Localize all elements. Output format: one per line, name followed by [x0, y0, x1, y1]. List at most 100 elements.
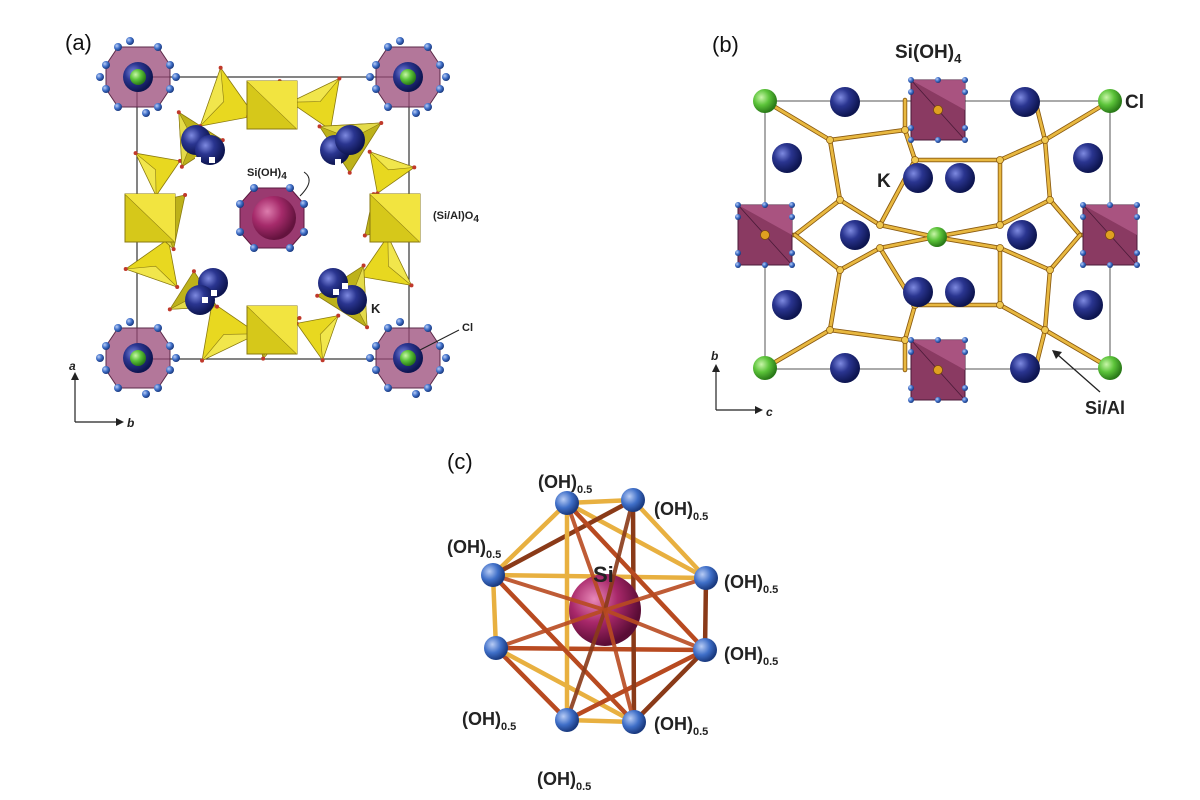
- oh-label-sub: 0.5: [763, 656, 778, 668]
- oh-node: [1134, 202, 1140, 208]
- oh-node: [1080, 214, 1086, 220]
- oh-node: [622, 710, 646, 734]
- oh-node: [962, 397, 968, 403]
- oh-node: [442, 354, 450, 362]
- oh-node: [1080, 262, 1086, 268]
- oh-node: [621, 488, 645, 512]
- tetrahedron-face: [387, 236, 412, 286]
- oh-node: [424, 103, 432, 111]
- label-si-oh4-b: Si(OH)4: [895, 42, 962, 66]
- panel-b: (b) Si(OH)4 Cl K Si/Al b c: [711, 32, 1144, 419]
- oxygen-dot: [336, 313, 341, 318]
- si-oh-bond: [603, 576, 708, 612]
- arrow-si-al-b: [1057, 354, 1101, 393]
- oh-label: (OH)0.5: [724, 572, 778, 596]
- silicon-atom: [1105, 230, 1115, 240]
- arrow-si-oh4-a: [299, 171, 310, 197]
- si-oh-bond: [491, 573, 607, 612]
- oh-node: [154, 384, 162, 392]
- oh-node: [555, 708, 579, 732]
- silicon-atom: [933, 105, 943, 115]
- oxygen-dot: [175, 285, 180, 290]
- cube-edge: [493, 645, 570, 723]
- oh-node: [154, 324, 162, 332]
- si-al-node: [1041, 136, 1049, 144]
- framework-gap: [342, 283, 348, 289]
- oxygen-dot: [409, 283, 414, 288]
- axis-label-a-horizontal: b: [127, 416, 134, 430]
- label-k-b: K: [877, 171, 891, 192]
- oh-node: [1134, 250, 1140, 256]
- oh-node: [908, 125, 914, 131]
- oh-node: [1080, 202, 1086, 208]
- oh-node: [154, 43, 162, 51]
- framework-square-face: [247, 306, 297, 354]
- cube-edge: [630, 497, 709, 581]
- oh-node: [236, 228, 244, 236]
- si-oh-bond: [603, 608, 707, 652]
- framework-gap: [211, 290, 217, 296]
- oh-node: [908, 397, 914, 403]
- oh-label-sub: 0.5: [763, 584, 778, 596]
- framework-ring-a: [123, 65, 421, 363]
- chlorine-atom: [1098, 356, 1122, 380]
- axes-a: a b: [69, 359, 134, 430]
- si-al-bond: [828, 328, 907, 342]
- oxygen-dot: [123, 266, 128, 271]
- si-al-node: [911, 156, 919, 164]
- si-al-node: [901, 126, 909, 134]
- oh-node: [126, 37, 134, 45]
- panel-a-label: (a): [65, 30, 92, 55]
- polyhedron-face: [1083, 205, 1137, 235]
- oh-node: [102, 85, 110, 93]
- polyhedron-face: [738, 205, 792, 235]
- si-al-bond: [878, 223, 937, 239]
- oxygen-dot: [133, 151, 138, 156]
- oh-node: [384, 103, 392, 111]
- chlorine-atom: [400, 69, 416, 85]
- si-al-bond: [903, 128, 917, 162]
- oh-node: [962, 89, 968, 95]
- si-al-bond: [998, 303, 1047, 332]
- si-al-bond: [838, 198, 882, 227]
- oh-node: [102, 61, 110, 69]
- oh-node: [735, 262, 741, 268]
- chlorine-atom: [130, 350, 146, 366]
- si-al-bond: [828, 138, 842, 202]
- cube-edge: [564, 500, 708, 653]
- potassium-atom: [335, 125, 365, 155]
- oxygen-dot: [179, 164, 184, 169]
- oh-node: [908, 385, 914, 391]
- oh-node: [481, 563, 505, 587]
- label-k-a: K: [371, 301, 381, 316]
- oh-node: [114, 324, 122, 332]
- oxygen-dot: [200, 358, 205, 363]
- oh-label: (OH)0.5: [537, 769, 591, 793]
- oh-node: [142, 109, 150, 117]
- framework-square-face: [247, 81, 297, 129]
- oh-node: [735, 202, 741, 208]
- oh-node: [962, 385, 968, 391]
- si-al-bond: [878, 235, 937, 250]
- potassium-atom: [195, 135, 225, 165]
- oh-node: [962, 125, 968, 131]
- oh-node: [436, 366, 444, 374]
- oxygen-dot: [218, 65, 223, 70]
- potassium-atom: [945, 277, 975, 307]
- potassium-atom: [1073, 290, 1103, 320]
- potassium-atom: [1010, 87, 1040, 117]
- oh-nodes-c: [481, 488, 718, 734]
- oxygen-dot: [171, 247, 176, 252]
- oh-node: [250, 244, 258, 252]
- si-al-bond: [793, 233, 842, 272]
- si-oh-bond: [565, 608, 607, 722]
- oh-label-main: (OH): [724, 644, 763, 664]
- corner-cluster: [366, 37, 450, 117]
- oxygen-dot: [361, 263, 366, 268]
- si-al-bond: [1048, 198, 1082, 237]
- axis-label-b-vertical: b: [711, 349, 718, 363]
- potassium-atom: [185, 285, 215, 315]
- label-cl-b: Cl: [1125, 92, 1144, 113]
- oh-node: [372, 85, 380, 93]
- potassium-atom: [840, 220, 870, 250]
